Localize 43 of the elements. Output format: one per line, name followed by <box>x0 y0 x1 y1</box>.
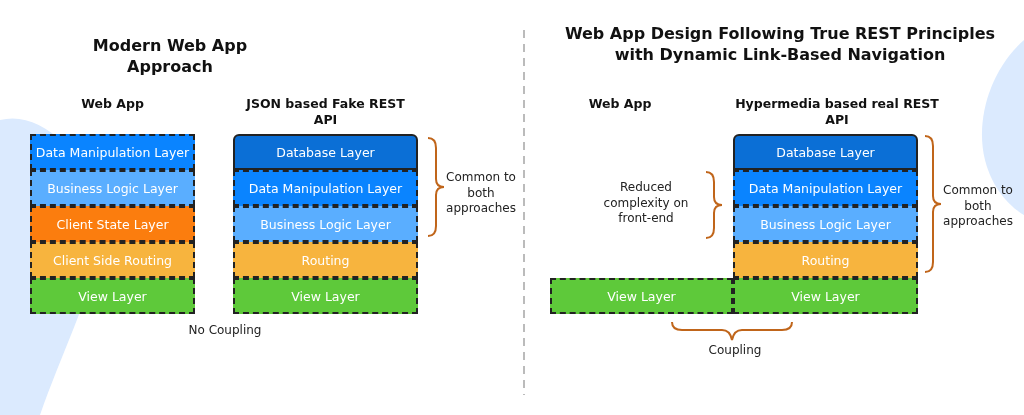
layer-name: View Layer <box>791 288 860 304</box>
layer-band <box>30 278 195 314</box>
layer-name: Client State Layer <box>56 216 169 232</box>
layer-name: Business Logic Layer <box>260 216 391 232</box>
layer-name: Database Layer <box>776 144 875 160</box>
layer-band <box>733 278 918 314</box>
layer-band <box>233 278 418 314</box>
layer-band <box>233 170 418 206</box>
layer-name: View Layer <box>291 288 360 304</box>
bracket-note: Common to both approaches <box>445 170 517 217</box>
caption: No Coupling <box>187 323 263 339</box>
layer-band <box>733 242 918 278</box>
layer-band <box>550 278 733 314</box>
column-heading: Hypermedia based real REST API <box>734 96 940 129</box>
layer-name: Data Manipulation Layer <box>248 180 403 196</box>
layer-band <box>233 206 418 242</box>
layer-name: Business Logic Layer <box>47 180 178 196</box>
layer-band <box>30 134 195 170</box>
layer-band <box>30 170 195 206</box>
layer-name: Data Manipulation Layer <box>35 144 190 160</box>
layer-band <box>733 170 918 206</box>
layer-name: Routing <box>801 252 850 268</box>
bracket-note: Reduced complexity on front-end <box>602 180 690 227</box>
layer-name: View Layer <box>607 288 676 304</box>
heading: Web App Design Following True REST Principles with Dynamic Link-Based Navigation <box>563 24 997 66</box>
column-heading: Web App <box>80 96 145 113</box>
heading: Modern Web App Approach <box>91 36 249 78</box>
layer-band <box>233 134 418 170</box>
layer-name: View Layer <box>78 288 147 304</box>
column-heading: JSON based Fake REST API <box>244 96 406 129</box>
layer-band <box>30 206 195 242</box>
caption: Coupling <box>707 343 763 359</box>
layer-band <box>233 242 418 278</box>
bracket-note: Common to both approaches <box>942 183 1014 230</box>
layer-name: Routing <box>301 252 350 268</box>
layer-name: Client Side Routing <box>52 252 173 268</box>
layer-band <box>733 206 918 242</box>
layer-band <box>30 242 195 278</box>
layer-name: Data Manipulation Layer <box>748 180 903 196</box>
layer-name: Database Layer <box>276 144 375 160</box>
column-heading: Web App <box>587 96 653 113</box>
layer-band <box>733 134 918 170</box>
layer-name: Business Logic Layer <box>760 216 891 232</box>
